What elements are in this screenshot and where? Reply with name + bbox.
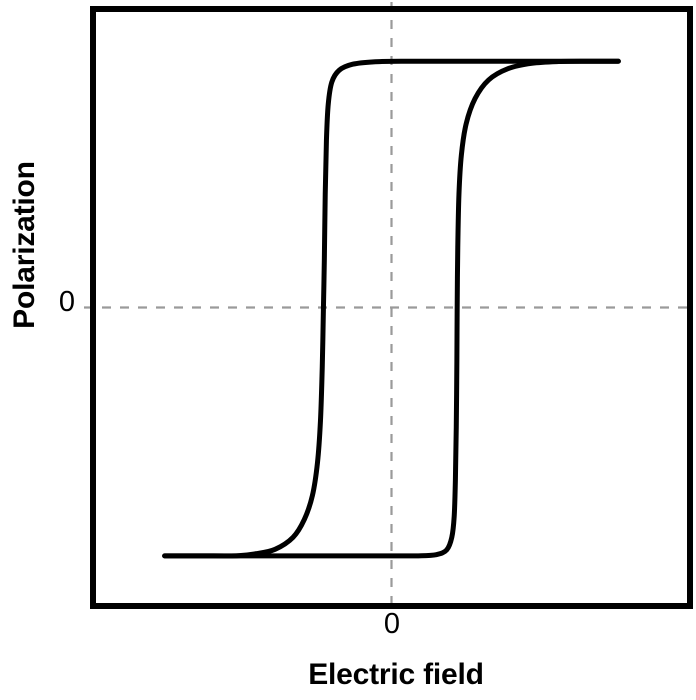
ascending-branch-curve	[162, 58, 621, 559]
plot-frame	[90, 6, 693, 609]
x-axis-title: Electric field	[308, 658, 484, 691]
x-axis-tick-label-zero: 0	[383, 608, 401, 640]
descending-branch-curve	[162, 58, 621, 559]
hysteresis-curves	[162, 58, 621, 559]
y-axis-tick-label-zero: 0	[58, 286, 76, 318]
